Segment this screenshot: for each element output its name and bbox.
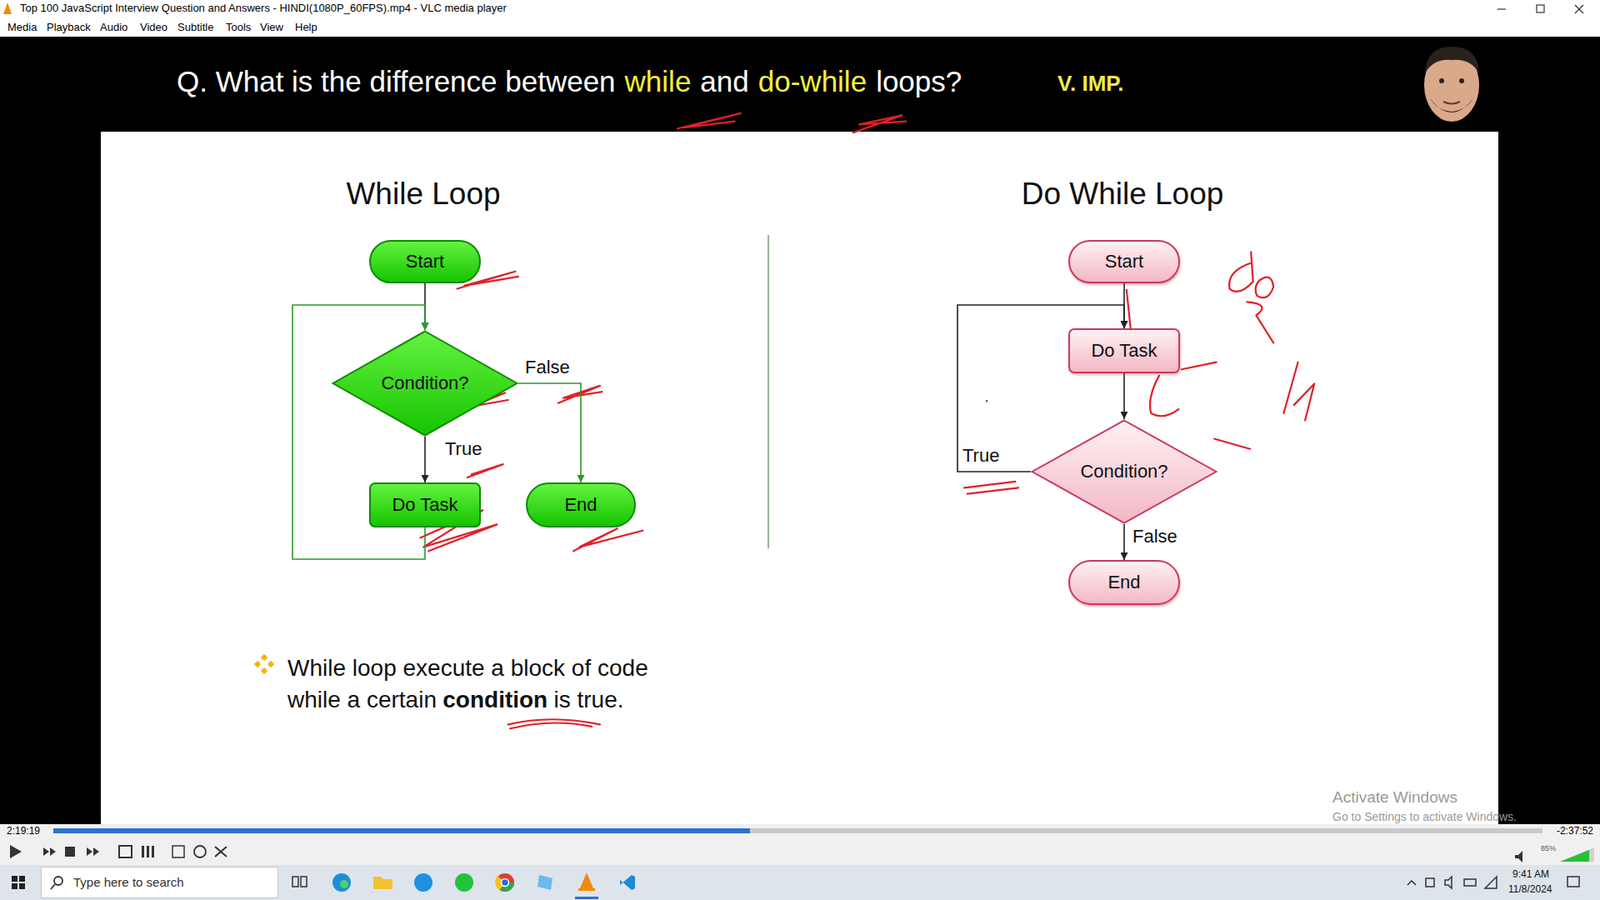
clock-time: 9:41 AM (1512, 869, 1550, 881)
node-text: Start (1105, 250, 1144, 273)
terminal-node: End (525, 482, 636, 528)
node-text: End (564, 494, 597, 516)
slide-title: Q. What is the difference between whilean… (176, 65, 962, 99)
bullet-text: is true. (554, 686, 625, 713)
process-box: Do Task (369, 482, 481, 528)
menu-item: Video (140, 21, 168, 35)
seek-track (53, 828, 1543, 834)
hand-annotations (420, 113, 1315, 729)
taskbar-apps (292, 872, 635, 900)
search-placeholder: Type here to search (73, 875, 185, 890)
time-remaining: -2:37:52 (1556, 825, 1594, 838)
divider-line (767, 235, 770, 549)
search-icon (50, 876, 63, 890)
edge-label: True (960, 445, 1001, 467)
section-heading: Do While Loop (1021, 176, 1225, 213)
node-text: Do Task (391, 494, 458, 516)
flow-arrow (518, 383, 581, 483)
importance-tag: V. IMP. (1057, 71, 1125, 97)
title-keyword: while (625, 65, 692, 99)
section-heading: While Loop (345, 176, 500, 213)
window-buttons (1497, 5, 1584, 14)
node-text: Condition? (1080, 460, 1168, 483)
edge-label: True (443, 438, 484, 460)
terminal-node: Start (1068, 240, 1180, 284)
menu-item: Tools (225, 21, 251, 35)
player-controls (10, 845, 227, 859)
flow-arrow (1123, 373, 1125, 420)
diamond-shape (333, 331, 518, 436)
menu-item: Media (7, 21, 37, 35)
title-text: loops? (875, 65, 962, 99)
window-title: Top 100 JavaScript Interview Question an… (20, 2, 507, 15)
node-text: Condition? (380, 372, 469, 395)
clock-date: 11/8/2024 (1508, 884, 1553, 896)
system-tray (1407, 876, 1580, 889)
volume-level: 85% (1540, 844, 1556, 853)
process-box: Do Task (1068, 328, 1180, 374)
node-text: End (1107, 571, 1140, 594)
diamond-shape (1032, 420, 1217, 524)
decision-diamond: Condition? (1030, 419, 1218, 525)
title-text: Q. What is the difference between (176, 65, 616, 99)
menu-item: View (260, 21, 284, 35)
decision-diamond: Condition? (331, 330, 519, 437)
flow-arrow (1123, 524, 1125, 560)
bullet-symbol (254, 654, 275, 675)
menu-item: Audio (100, 21, 128, 35)
flow-arrow (424, 436, 426, 483)
menu-item: Playback (46, 21, 91, 35)
start-button (11, 875, 25, 890)
node-text: Do Task (1090, 340, 1157, 362)
terminal-node: Start (369, 240, 481, 284)
slide-background (100, 131, 1499, 825)
bullet-text: While loop execute a block of code while… (287, 652, 680, 716)
vlc-icon (3, 2, 12, 15)
title-text: and (700, 65, 749, 99)
presenter-face (1424, 46, 1480, 122)
edge-label: False (523, 356, 572, 379)
edge-label: False (1130, 525, 1180, 548)
time-elapsed: 2:19:19 (6, 825, 40, 838)
terminal-node: End (1068, 560, 1180, 605)
title-keyword: do-while (758, 65, 867, 99)
bullet-keyword: condition (442, 686, 548, 713)
menu-item: Subtitle (177, 21, 214, 35)
watermark: Go to Settings to activate Windows. (1332, 810, 1517, 824)
watermark: Activate Windows (1332, 788, 1458, 807)
menu-item: Help (295, 21, 318, 35)
node-text: Start (405, 250, 445, 273)
seek-progress (53, 828, 750, 834)
